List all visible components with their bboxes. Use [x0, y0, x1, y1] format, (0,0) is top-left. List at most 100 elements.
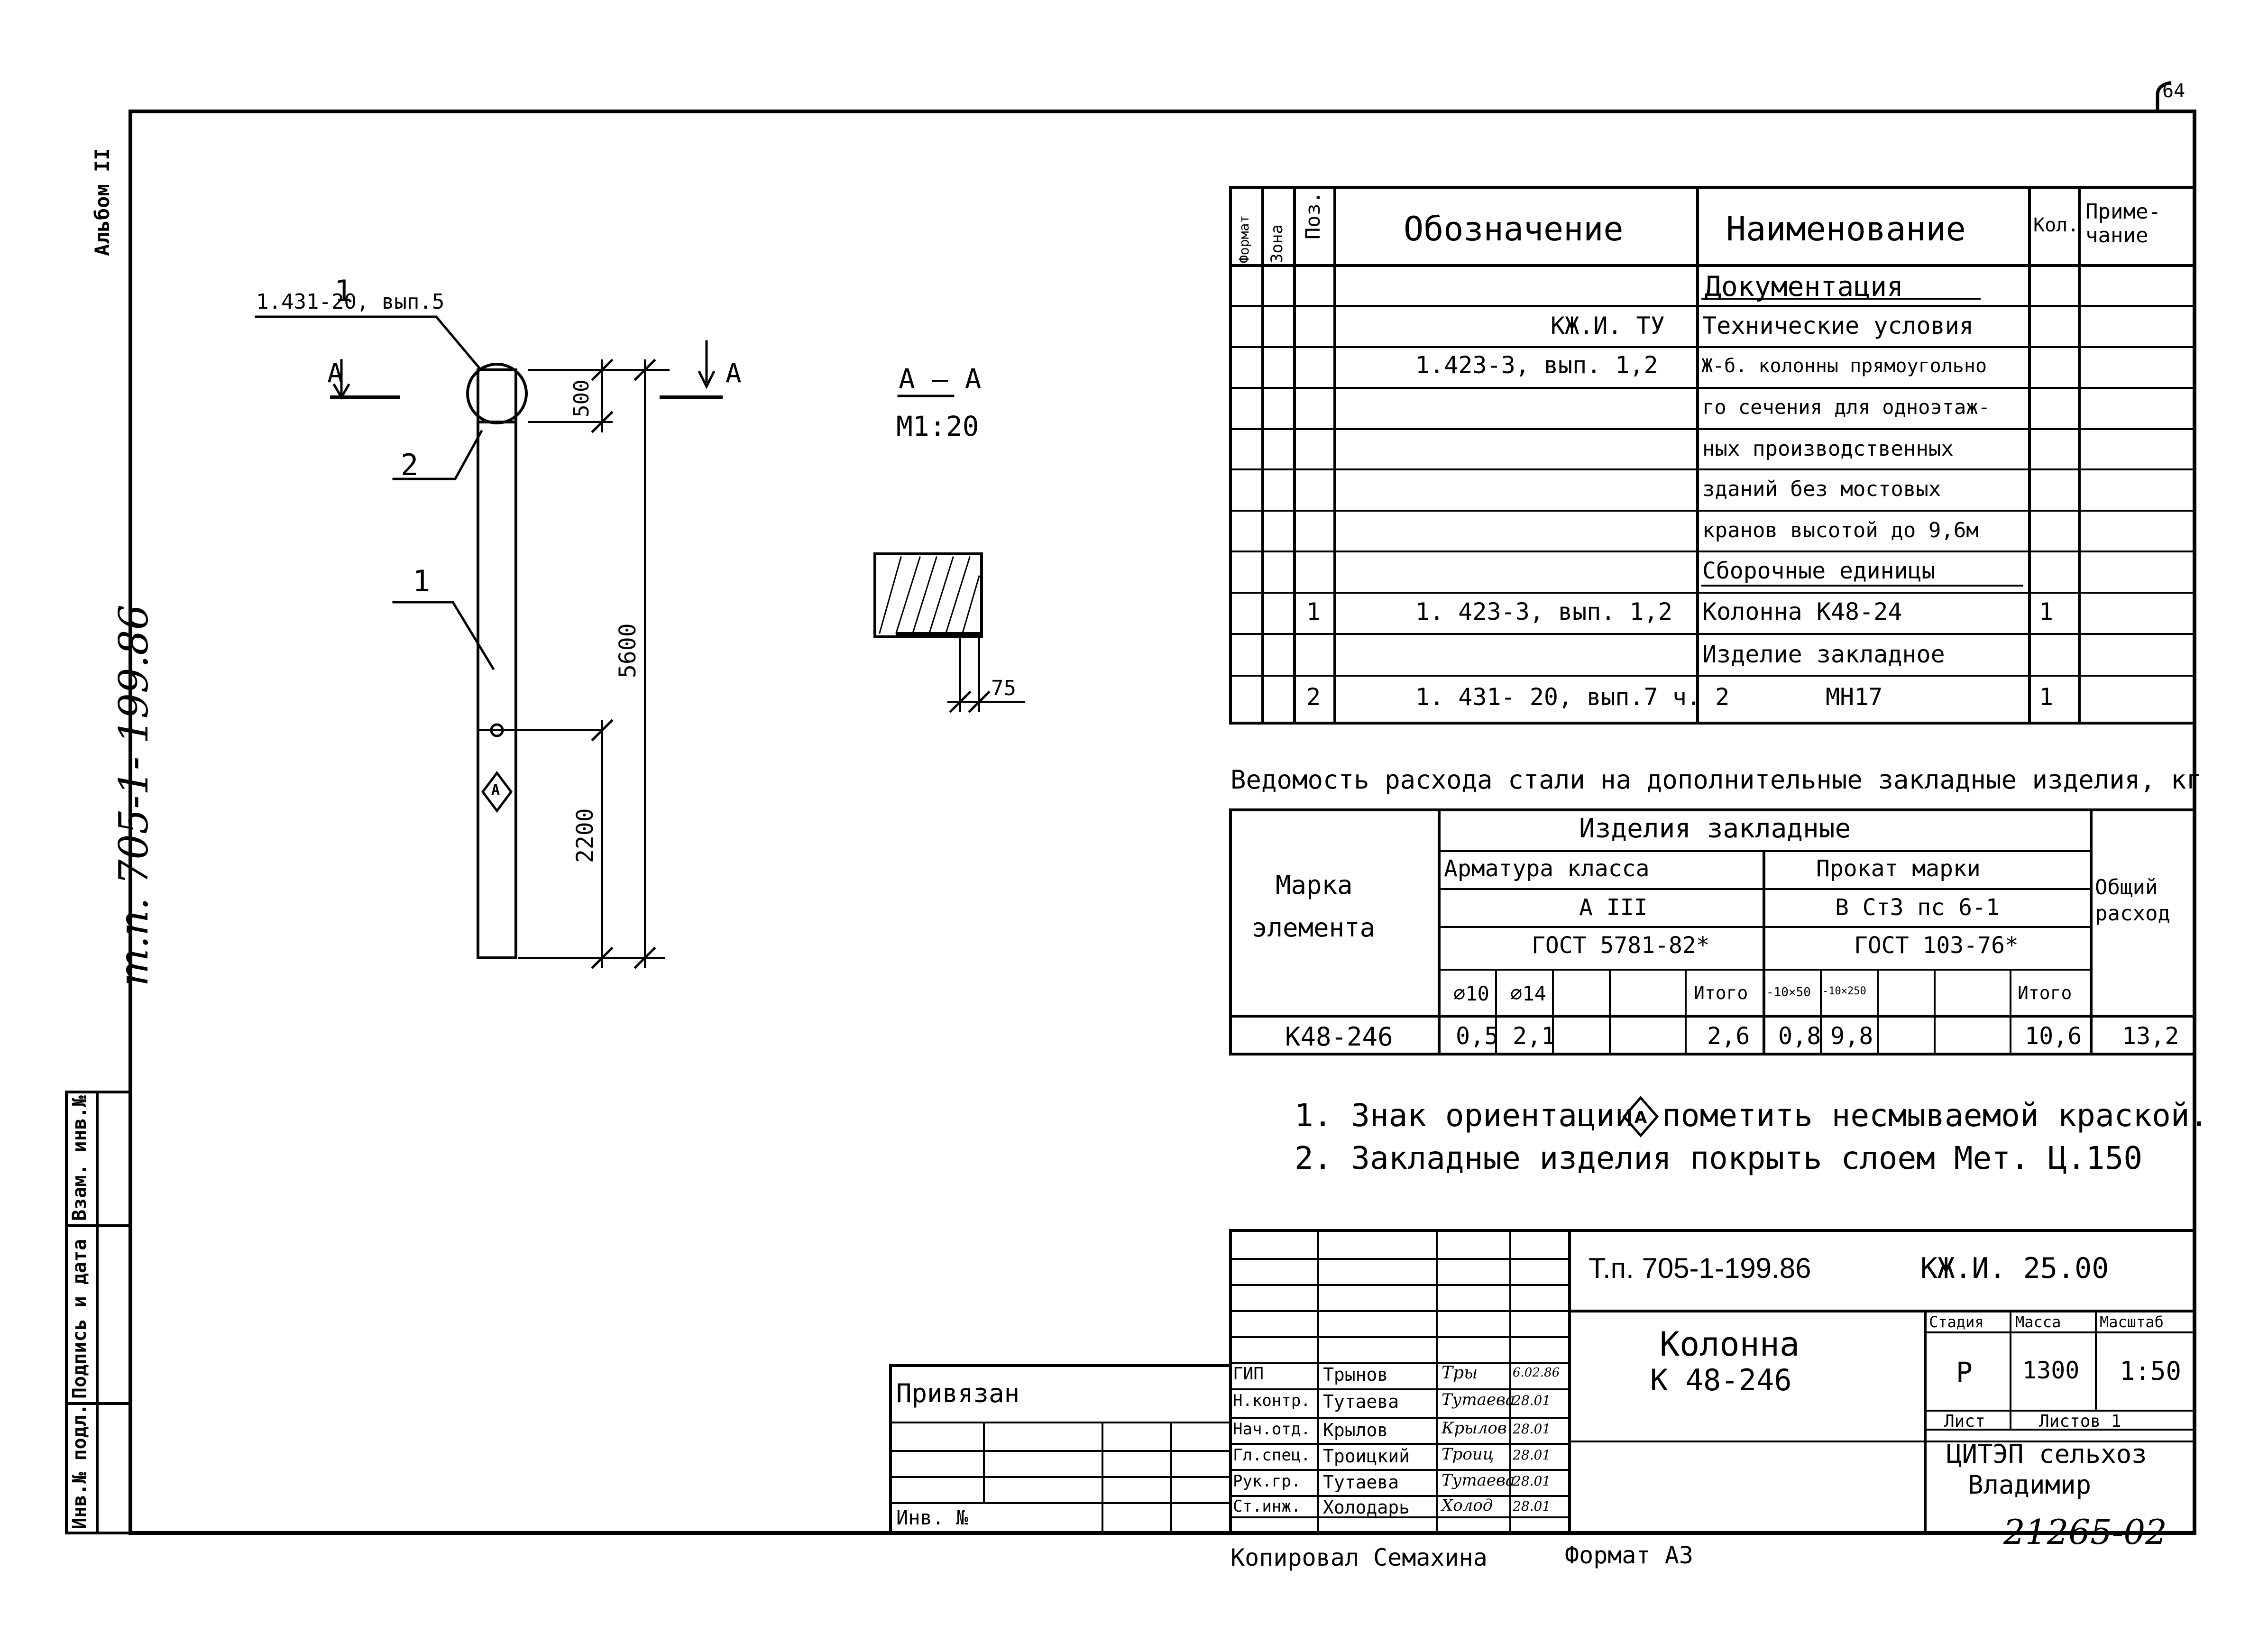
- steel-marka: К48-246: [1285, 1022, 1393, 1052]
- steel-gost-arm: ГОСТ 5781-82*: [1532, 932, 1710, 959]
- spec-header-prim-1: Приме-: [2085, 200, 2161, 224]
- spec-name: го сечения для одноэтаж-: [1702, 395, 1990, 419]
- callout-1-top: 1: [334, 274, 352, 308]
- list-label: Лист: [1944, 1412, 1985, 1431]
- doc-code-2: КЖ.И. 25.00: [1920, 1252, 2109, 1285]
- steel-izdeliya: Изделия закладные: [1579, 813, 1851, 844]
- side-stamp-lines: [65, 1091, 132, 1534]
- steel-stal: В Ст3 пс 6-1: [1835, 894, 2000, 921]
- spec-kol: 1: [2039, 683, 2054, 711]
- steel-marka-2: элемента: [1252, 913, 1376, 943]
- privyazan-label: Привязан: [896, 1378, 1020, 1408]
- top-right-number: 64: [2162, 80, 2185, 102]
- spec-name: Изделие закладное: [1702, 641, 1945, 668]
- orientation-mark-letter: А: [491, 782, 500, 798]
- staff-role: Гл.спец.: [1233, 1446, 1311, 1465]
- steel-klass: А III: [1579, 894, 1648, 921]
- staff-name: Холодарь: [1323, 1497, 1410, 1518]
- staff-role: Ст.инж.: [1233, 1497, 1301, 1516]
- staff-sign: Тутаева: [1442, 1471, 1515, 1490]
- title-block-grid: [889, 1229, 2196, 1534]
- steel-sub: -10×250: [1822, 985, 1866, 997]
- steel-obshchiy-2: расход: [2095, 901, 2170, 926]
- staff-sign: Тутаева: [1442, 1390, 1515, 1409]
- doc-code-1: Т.п. 705-1-199.86: [1589, 1252, 1811, 1284]
- steel-val: 9,8: [1830, 1022, 1873, 1050]
- spec-name: кранов высотой до 9,6м: [1702, 518, 1979, 542]
- spec-header-oboznachenie: Обозначение: [1404, 210, 1624, 248]
- staff-date: 28.01: [1513, 1421, 1551, 1437]
- spec-name: Ж-б. колонны прямоугольно: [1701, 355, 1987, 377]
- spec-poz: 2: [1306, 683, 1321, 711]
- note-1-b: пометить несмываемой краской.: [1662, 1097, 2209, 1134]
- column-drawing: [255, 315, 723, 969]
- dim-2200: 2200: [572, 808, 598, 863]
- spec-header-format: Формат: [1236, 215, 1252, 263]
- section-title: А – А: [899, 363, 982, 395]
- staff-name: Крылов: [1323, 1420, 1388, 1441]
- section-a-a: [873, 395, 1025, 713]
- section-a-right: А: [725, 358, 742, 389]
- callout-2: 2: [401, 448, 419, 482]
- massa-value: 1300: [2022, 1357, 2080, 1384]
- masshtab-value: 1:50: [2120, 1356, 2182, 1386]
- steel-val: 10,6: [2025, 1022, 2082, 1050]
- staff-name: Трынов: [1323, 1364, 1388, 1385]
- staff-date: 28.01: [1513, 1393, 1551, 1408]
- dim-5600: 5600: [615, 623, 641, 678]
- staff-role: ГИП: [1233, 1364, 1264, 1384]
- ref-text: 1.431-20, вып.5: [256, 290, 445, 314]
- steel-sub: ⌀14: [1510, 982, 1546, 1005]
- steel-obshchiy-1: Общий: [2095, 875, 2158, 899]
- spec-table-grid: [1229, 186, 2196, 725]
- spec-name: МН17: [1826, 683, 1883, 711]
- stamp-inv-podl: Инв.№ подл.: [69, 1404, 91, 1529]
- steel-sub: ⌀10: [1453, 982, 1489, 1005]
- note-2: 2. Закладные изделия покрыть слоем Мет. …: [1295, 1140, 2143, 1176]
- steel-val: 2,1: [1513, 1022, 1556, 1050]
- spec-obozn: КЖ.И. ТУ: [1551, 312, 1665, 340]
- staff-name: Тутаева: [1323, 1391, 1399, 1412]
- steel-title: Ведомость расхода стали на дополнительны…: [1230, 765, 2202, 795]
- staff-name: Троицкий: [1323, 1446, 1410, 1467]
- section-scale: М1:20: [896, 410, 979, 442]
- stamp-podpis: Подпись и дата: [69, 1239, 91, 1399]
- footer-format: Формат А3: [1565, 1542, 1693, 1569]
- callout-1-mid: 1: [413, 564, 431, 598]
- steel-val: 0,8: [1778, 1022, 1821, 1050]
- stadiya-value: Р: [1956, 1356, 1973, 1388]
- inv-no-label: Инв. №: [896, 1506, 968, 1529]
- spec-header-kol: Кол.: [2033, 214, 2079, 236]
- spec-header-prim-2: чание: [2085, 223, 2149, 248]
- steel-sub: Итого: [1694, 982, 1748, 1003]
- spec-obozn: 1.423-3, вып. 1,2: [1415, 351, 1658, 379]
- staff-sign: Троиц: [1442, 1445, 1494, 1464]
- steel-gost-prokat: ГОСТ 103-76*: [1854, 932, 2019, 959]
- spec-name: Сборочные единицы: [1702, 558, 1936, 584]
- staff-name: Тутаева: [1323, 1472, 1399, 1493]
- masshtab-label: Масштаб: [2100, 1313, 2164, 1331]
- steel-prokat: Прокат марки: [1816, 855, 1981, 882]
- footer-kopiroval: Копировал Семахина: [1230, 1544, 1488, 1571]
- steel-sub: Итого: [2018, 982, 2072, 1003]
- doc-name-1: Колонна: [1660, 1325, 1800, 1364]
- stadiya-label: Стадия: [1929, 1313, 1984, 1331]
- staff-sign: Крылов: [1442, 1419, 1507, 1438]
- massa-label: Масса: [2015, 1313, 2061, 1331]
- org-line-2: Владимир: [1968, 1470, 2092, 1500]
- spec-name: Колонна К48-24: [1702, 598, 1902, 625]
- svg-text:А: А: [1634, 1108, 1647, 1127]
- orientation-diamond-icon: А: [1622, 1096, 1659, 1138]
- staff-date: 28.01: [1513, 1498, 1551, 1514]
- spec-kol: 1: [2039, 598, 2054, 625]
- staff-date: 6.02.86: [1513, 1366, 1560, 1380]
- steel-marka-1: Марка: [1276, 870, 1353, 900]
- album-label: Альбом II: [91, 148, 114, 256]
- staff-role: Рук.гр.: [1233, 1472, 1301, 1491]
- listov-label: Листов 1: [2039, 1412, 2121, 1431]
- staff-date: 28.01: [1513, 1447, 1551, 1463]
- staff-role: Н.контр.: [1233, 1391, 1311, 1410]
- dim-500: 500: [569, 379, 594, 417]
- steel-sub: -10×50: [1766, 985, 1811, 1000]
